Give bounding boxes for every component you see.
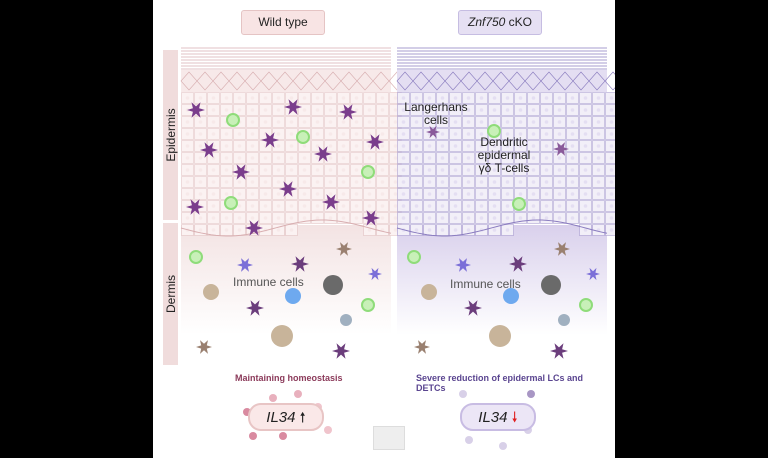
cko-gene-name: Znf750 bbox=[467, 15, 506, 29]
cko-gene: IL34 bbox=[478, 409, 508, 426]
cytokine-dot bbox=[279, 432, 287, 440]
detc-cell-icon bbox=[487, 124, 501, 138]
up-arrow-icon: 🠕 bbox=[299, 409, 306, 425]
skin-tissue-illustration bbox=[180, 47, 615, 450]
macrophage-icon bbox=[421, 284, 437, 300]
langerhans-cell-icon bbox=[455, 258, 471, 272]
langerhans-cell-icon bbox=[550, 343, 568, 359]
cytokine-dot bbox=[465, 436, 473, 444]
langerhans-cell-icon bbox=[586, 267, 600, 281]
langerhans-cell-icon bbox=[414, 340, 430, 354]
wild-type-header: Wild type bbox=[241, 10, 325, 35]
cko-subtitle: Severe reduction of epidermal LCs and DE… bbox=[416, 373, 584, 393]
langerhans-cell-icon bbox=[291, 256, 309, 272]
ko-tissue bbox=[396, 47, 615, 335]
down-arrow-icon: 🠗 bbox=[511, 409, 518, 425]
detc-cell-icon bbox=[226, 113, 240, 127]
langerhans-cell-icon bbox=[339, 104, 357, 120]
langerhans-cell-icon bbox=[322, 194, 340, 210]
detc-cell-icon bbox=[296, 130, 310, 144]
macrophage-icon bbox=[489, 325, 511, 347]
langerhans-cell-icon bbox=[553, 142, 569, 156]
wt-il34-pill: IL34 🠕 bbox=[248, 403, 324, 431]
wt-immune-cells-label: Immune cells bbox=[233, 275, 304, 289]
langerhans-cell-icon bbox=[362, 210, 380, 226]
cko-il34-pill: IL34 🠗 bbox=[460, 403, 536, 431]
langerhans-cell-icon bbox=[232, 164, 250, 180]
langerhans-cell-icon bbox=[366, 134, 384, 150]
langerhans-cell-icon bbox=[186, 199, 204, 215]
langerhans-cell-icon bbox=[554, 242, 570, 256]
cytokine-dot bbox=[527, 390, 535, 398]
langerhans-cell-icon bbox=[261, 132, 279, 148]
cytokine-dot bbox=[459, 390, 467, 398]
detc-cell-icon bbox=[189, 250, 203, 264]
langerhans-cell-icon bbox=[279, 181, 297, 197]
macrophage-icon bbox=[271, 325, 293, 347]
detc-cell-icon bbox=[512, 197, 526, 211]
dermis-text: Dermis bbox=[163, 275, 178, 313]
langerhans-cell-icon bbox=[426, 125, 440, 139]
langerhans-cell-icon bbox=[245, 220, 263, 236]
cytokine-dot bbox=[269, 394, 277, 402]
cell-icon bbox=[558, 314, 570, 326]
langerhans-cell-icon bbox=[246, 300, 264, 316]
lymphocyte-icon bbox=[503, 288, 519, 304]
langerhans-cell-icon bbox=[368, 267, 382, 281]
detc-cell-icon bbox=[361, 165, 375, 179]
langerhans-cell-icon bbox=[509, 256, 527, 272]
langerhans-annotation: Langerhans cells bbox=[404, 100, 468, 127]
cytokine-dot bbox=[294, 390, 302, 398]
cko-suffix: cKO bbox=[505, 15, 533, 29]
langerhans-cell-icon bbox=[336, 242, 352, 256]
detc-line-2: epidermal bbox=[477, 148, 531, 162]
detc-cell-icon bbox=[579, 298, 593, 312]
langerhans-cell-icon bbox=[196, 340, 212, 354]
detc-line-1: Dendritic bbox=[480, 135, 528, 149]
detc-cell-icon bbox=[407, 250, 421, 264]
wild-type-title: Wild type bbox=[258, 15, 308, 29]
langerhans-cell-icon bbox=[332, 343, 350, 359]
thumbnail-icon bbox=[373, 426, 405, 450]
langerhans-cell-icon bbox=[187, 102, 205, 118]
epidermis-text: Epidermis bbox=[163, 108, 178, 162]
cell-icon bbox=[340, 314, 352, 326]
lymphocyte-icon bbox=[285, 288, 301, 304]
langerhans-cell-icon bbox=[284, 99, 302, 115]
cko-immune-cells-label: Immune cells bbox=[450, 277, 521, 291]
detc-cell-icon bbox=[224, 196, 238, 210]
wt-subtitle: Maintaining homeostasis bbox=[235, 373, 343, 383]
granulocyte-icon bbox=[323, 275, 343, 295]
langerhans-cell-icon bbox=[314, 146, 332, 162]
langerhans-cell-icon bbox=[237, 258, 253, 272]
langerhans-cell-icon bbox=[464, 300, 482, 316]
cytokine-dot bbox=[249, 432, 257, 440]
wt-gene: IL34 bbox=[266, 409, 296, 426]
detc-line-3: γδ T-cells bbox=[478, 161, 530, 175]
detc-cell-icon bbox=[361, 298, 375, 312]
detc-annotation: Dendritic epidermal γδ T-cells bbox=[469, 136, 539, 175]
langerhans-cell-icon bbox=[200, 142, 218, 158]
cytokine-dot bbox=[324, 426, 332, 434]
figure-panel: Wild type Znf750 cKO Epidermis Dermis La… bbox=[153, 0, 615, 458]
dermis-layer-label: Dermis bbox=[163, 223, 178, 365]
epidermis-layer-label: Epidermis bbox=[163, 50, 178, 220]
cko-header: Znf750 cKO bbox=[458, 10, 542, 35]
cytokine-dot bbox=[499, 442, 507, 450]
macrophage-icon bbox=[203, 284, 219, 300]
granulocyte-icon bbox=[541, 275, 561, 295]
